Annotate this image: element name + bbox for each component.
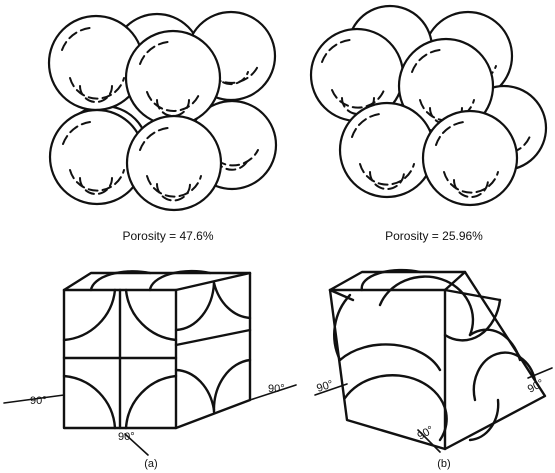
porosity-label-a: Porosity = 47.6% xyxy=(122,229,213,243)
sphere-b-front-bottom-right xyxy=(421,109,519,207)
angle-line-b-right xyxy=(527,367,553,379)
angle-line-a-bottom xyxy=(124,433,149,456)
angle-line-a-left xyxy=(3,394,65,404)
rhombohedral-unit-cell xyxy=(328,268,547,451)
sphere-a-front-top-right xyxy=(124,29,222,127)
angle-b-left: 90° xyxy=(315,378,335,395)
porosity-label-b: Porosity = 25.96% xyxy=(385,229,483,243)
sphere-a-front-bottom-left xyxy=(48,108,146,206)
angle-a-bottom: 90° xyxy=(118,431,135,443)
angle-line-b-bottom xyxy=(417,429,441,453)
sphere-b-front-bottom-left xyxy=(338,101,436,199)
angle-a-left: 90° xyxy=(30,395,47,407)
angle-line-b-left xyxy=(314,383,348,396)
panel-a: Porosity = 47.6% 90° xyxy=(3,10,297,470)
caption-b: (b) xyxy=(437,458,450,470)
angle-a-right: 90° xyxy=(268,383,285,395)
panel-b: Porosity = 25.96% 90° 90° 90° xyxy=(309,4,553,470)
sphere-a-front-bottom-right xyxy=(125,114,223,212)
angle-line-a-right xyxy=(249,384,297,401)
sphere-a-front-top-left xyxy=(47,14,145,112)
caption-a: (a) xyxy=(144,458,157,470)
angle-b-bottom: 90° xyxy=(416,424,436,443)
cubic-unit-cell xyxy=(62,269,252,430)
